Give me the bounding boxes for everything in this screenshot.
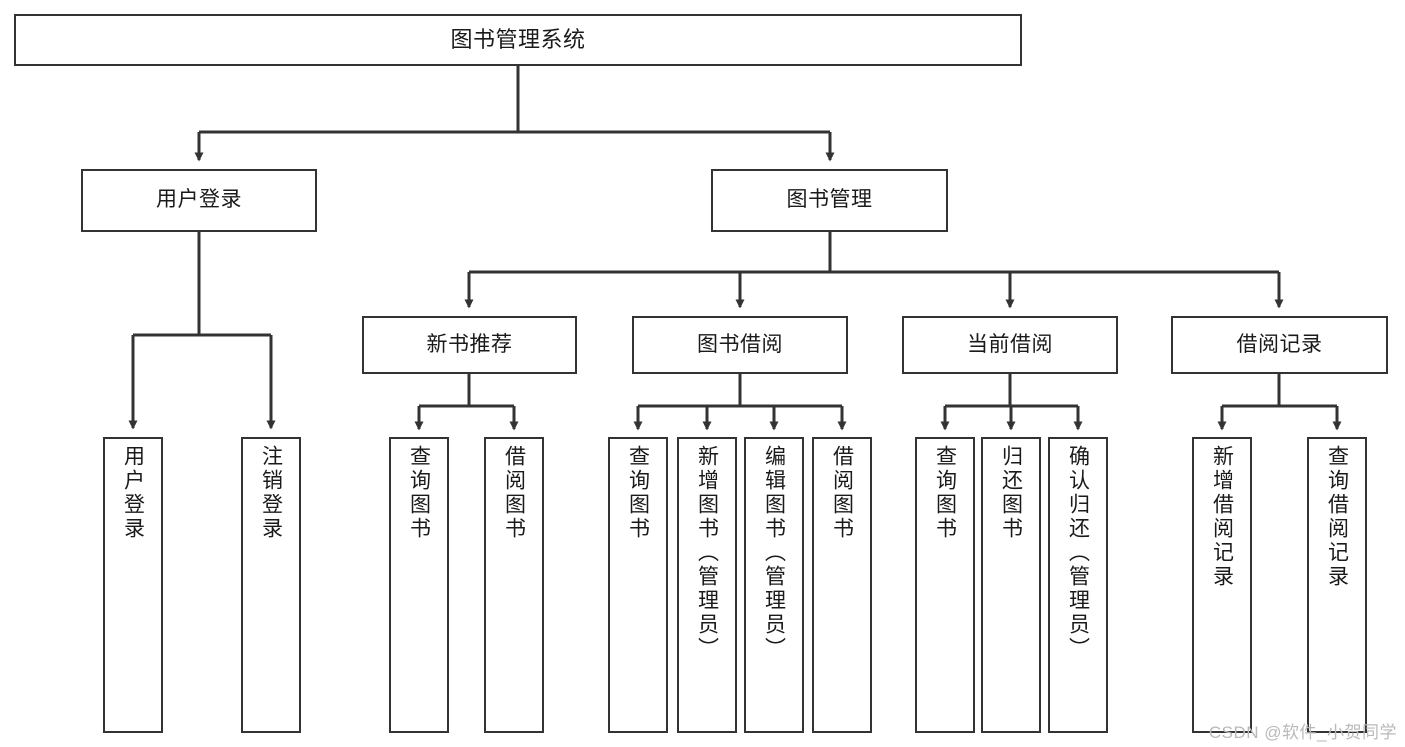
node-leaf-add-record-label: 新增借阅记录 [1210, 445, 1234, 589]
node-leaf-return-book[interactable]: 归还图书 [981, 437, 1041, 733]
node-leaf-confirm-return[interactable]: 确认归还（管理员） [1048, 437, 1108, 733]
node-leaf-edit-book-label: 编辑图书（管理员） [762, 445, 786, 661]
node-new-book-recommend-label: 新书推荐 [426, 332, 513, 356]
node-leaf-borrow-book-1[interactable]: 借阅图书 [484, 437, 544, 733]
node-user-login[interactable]: 用户登录 [81, 169, 317, 232]
node-book-borrow-label: 图书借阅 [697, 332, 783, 356]
node-leaf-query-book-3[interactable]: 查询图书 [915, 437, 975, 733]
node-book-borrow[interactable]: 图书借阅 [632, 316, 848, 374]
node-current-borrow-label: 当前借阅 [967, 332, 1053, 356]
node-leaf-borrow-book-1-label: 借阅图书 [502, 445, 526, 541]
node-leaf-query-book-2[interactable]: 查询图书 [608, 437, 668, 733]
node-leaf-add-book[interactable]: 新增图书（管理员） [677, 437, 737, 733]
node-leaf-query-book-1[interactable]: 查询图书 [389, 437, 449, 733]
node-leaf-user-login[interactable]: 用户登录 [103, 437, 163, 733]
node-leaf-query-book-3-label: 查询图书 [933, 445, 957, 541]
node-leaf-return-book-label: 归还图书 [999, 445, 1023, 541]
node-borrow-record[interactable]: 借阅记录 [1171, 316, 1388, 374]
node-root-system-label: 图书管理系统 [450, 27, 586, 53]
node-leaf-query-record[interactable]: 查询借阅记录 [1307, 437, 1367, 733]
node-book-manage[interactable]: 图书管理 [711, 169, 948, 232]
node-leaf-user-login-label: 用户登录 [121, 445, 145, 541]
node-book-manage-label: 图书管理 [786, 188, 873, 212]
csdn-watermark: CSDN @软件_小贺同学 [1208, 723, 1397, 742]
node-current-borrow[interactable]: 当前借阅 [902, 316, 1118, 374]
node-leaf-edit-book[interactable]: 编辑图书（管理员） [744, 437, 804, 733]
node-leaf-borrow-book-2-label: 借阅图书 [830, 445, 854, 541]
node-leaf-add-record[interactable]: 新增借阅记录 [1192, 437, 1252, 733]
node-leaf-logout-login-label: 注销登录 [259, 445, 283, 541]
node-borrow-record-label: 借阅记录 [1236, 332, 1323, 356]
node-root-system[interactable]: 图书管理系统 [14, 14, 1022, 66]
node-leaf-add-book-label: 新增图书（管理员） [695, 445, 719, 661]
node-user-login-label: 用户登录 [156, 188, 242, 212]
node-leaf-borrow-book-2[interactable]: 借阅图书 [812, 437, 872, 733]
node-leaf-query-record-label: 查询借阅记录 [1325, 445, 1349, 589]
node-leaf-confirm-return-label: 确认归还（管理员） [1066, 445, 1090, 661]
node-leaf-query-book-2-label: 查询图书 [626, 445, 650, 541]
node-new-book-recommend[interactable]: 新书推荐 [362, 316, 577, 374]
node-leaf-logout-login[interactable]: 注销登录 [241, 437, 301, 733]
node-leaf-query-book-1-label: 查询图书 [407, 445, 431, 541]
